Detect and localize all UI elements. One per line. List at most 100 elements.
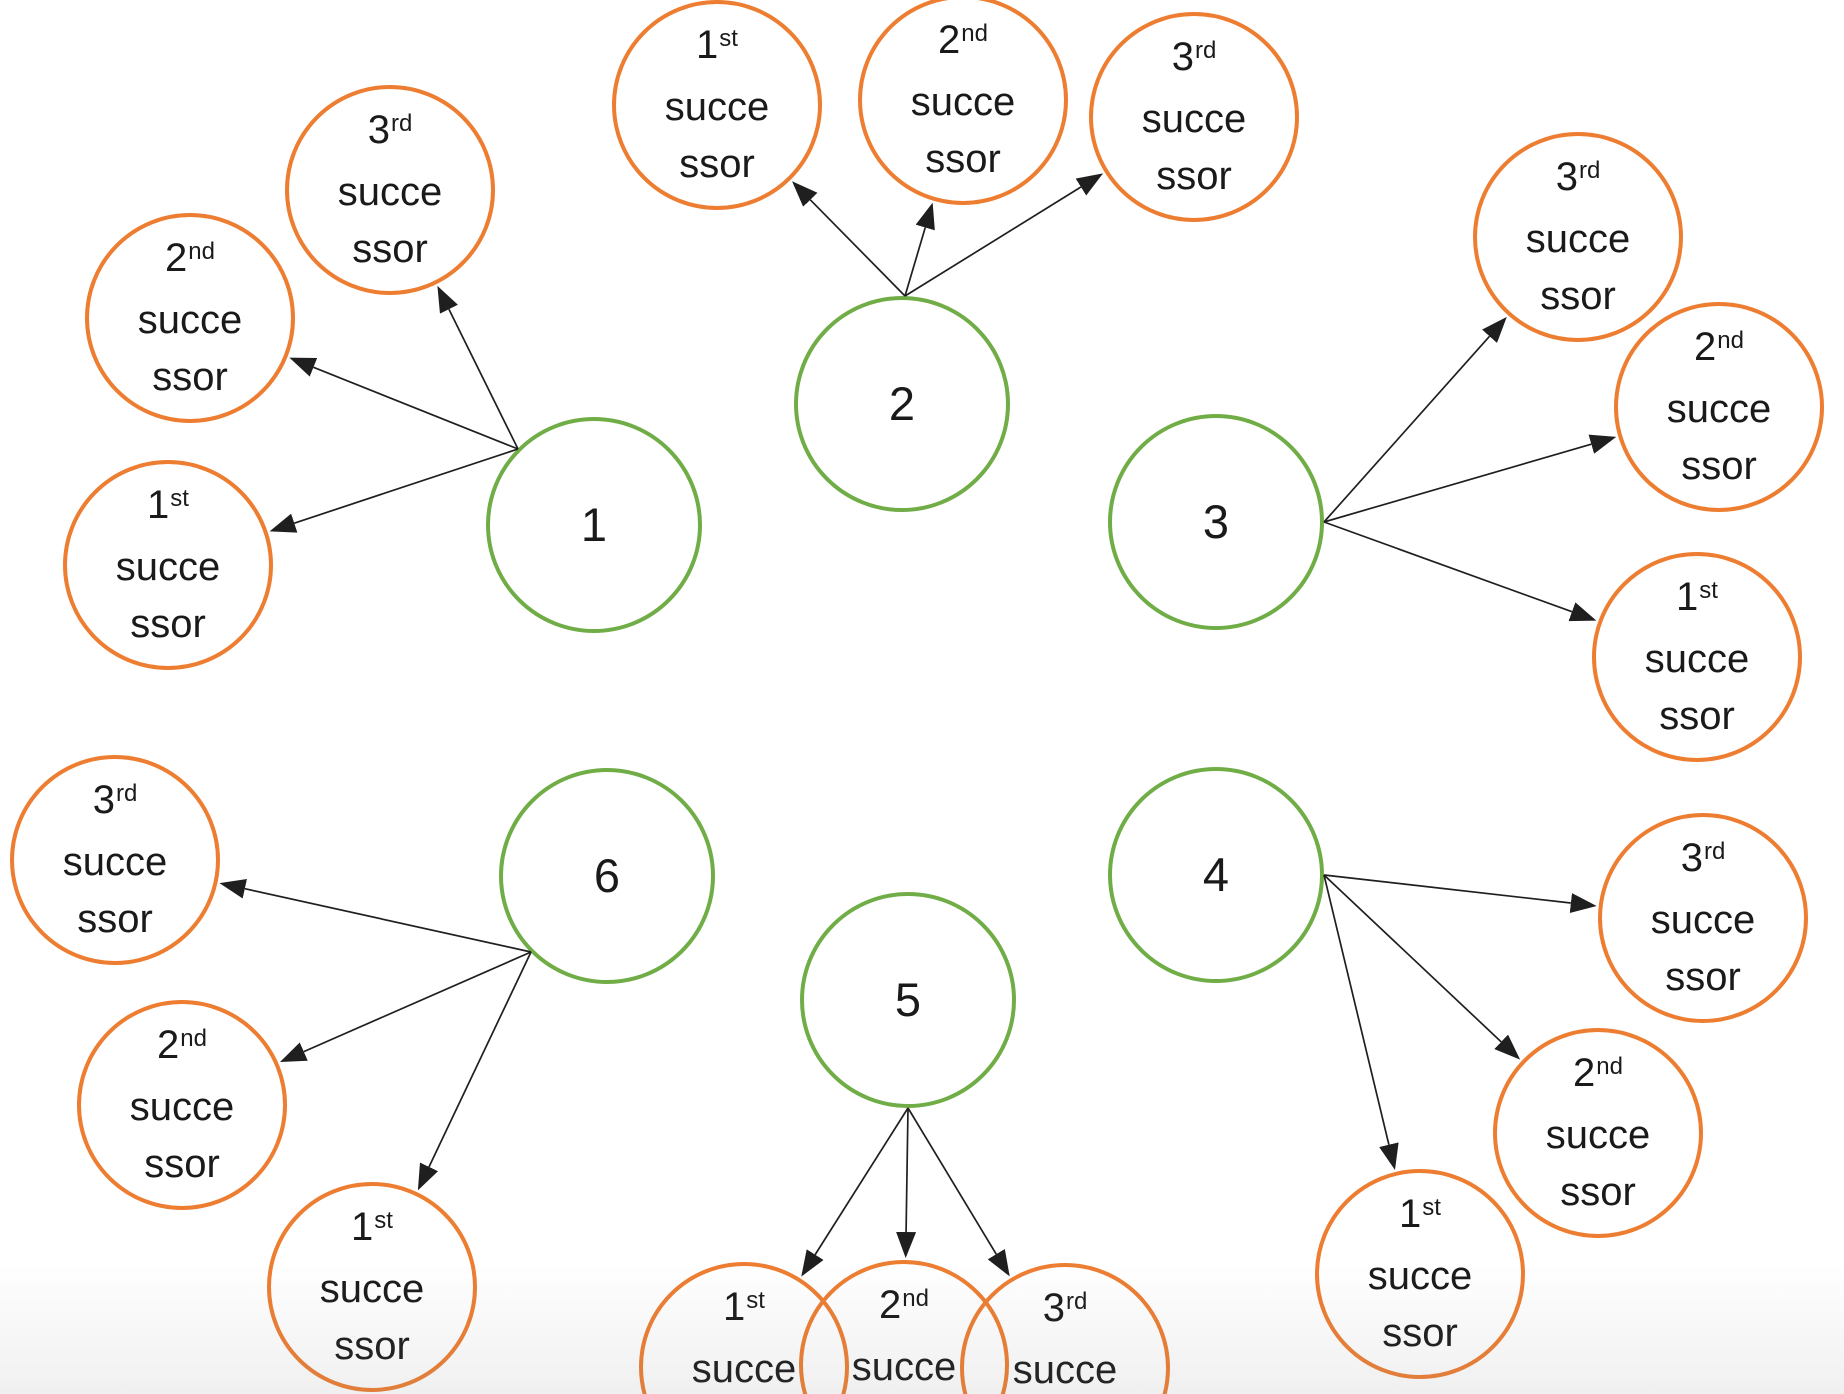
successor-word-top: succe bbox=[851, 1345, 957, 1389]
successor-word-bottom: ssor bbox=[679, 142, 755, 186]
ordinal-suffix: nd bbox=[1596, 1052, 1623, 1080]
node-circle-3: 3 bbox=[1108, 414, 1324, 630]
successor-label: 1st succe ssor bbox=[320, 1199, 425, 1375]
node-label: 5 bbox=[894, 973, 922, 1027]
node-circle-5: 5 bbox=[800, 892, 1016, 1108]
successor-word-bottom: ssor bbox=[77, 897, 153, 941]
ordinal-number: 2 bbox=[938, 18, 961, 62]
successor-word-top: succe bbox=[62, 840, 168, 884]
ordinal-number: 1 bbox=[1399, 1192, 1422, 1236]
node-label: 3 bbox=[1202, 495, 1230, 549]
successor-word-top: succe bbox=[1367, 1254, 1473, 1298]
successor-word-bottom: ssor bbox=[130, 602, 206, 646]
successor-word-top: succe bbox=[337, 170, 443, 214]
ordinal-number: 2 bbox=[157, 1023, 180, 1067]
ordinal-number: 2 bbox=[879, 1283, 902, 1327]
arrow-3-to-3rd bbox=[1323, 316, 1507, 523]
successor-word-bottom: ssor bbox=[1540, 274, 1616, 318]
successor-label: 2nd succe ssor bbox=[1546, 1045, 1651, 1221]
ordinal-number: 3 bbox=[1171, 35, 1194, 79]
successor-word-bottom: ssor bbox=[1681, 444, 1757, 488]
successor-circle-3rd-of-2: 3rd succe ssor bbox=[1089, 12, 1299, 222]
successor-word-bottom: ssor bbox=[1156, 154, 1232, 198]
arrow-5-to-1st bbox=[801, 1107, 909, 1277]
ordinal-suffix: rd bbox=[1703, 837, 1726, 865]
ordinal-number: 3 bbox=[1042, 1286, 1065, 1330]
successor-label: 3rd succe ssor bbox=[1142, 29, 1247, 205]
successor-word-bottom: ssor bbox=[1665, 955, 1741, 999]
ordinal-number: 2 bbox=[1573, 1051, 1596, 1095]
arrow-6-to-2nd bbox=[279, 951, 532, 1063]
ordinal-number: 2 bbox=[1694, 325, 1717, 369]
successor-circle-2nd-of-4: 2nd succe ssor bbox=[1493, 1028, 1703, 1238]
successor-word-bottom: ssor bbox=[144, 1142, 220, 1186]
arrow-6-to-1st bbox=[417, 951, 532, 1191]
successor-circle-2nd-of-3: 2nd succe ssor bbox=[1614, 302, 1824, 512]
ordinal-number: 1 bbox=[351, 1205, 374, 1249]
arrow-4-to-1st bbox=[1323, 874, 1399, 1170]
node-label: 2 bbox=[888, 377, 916, 431]
ordinal-suffix: nd bbox=[961, 19, 988, 47]
successor-word-top: succe bbox=[1141, 97, 1247, 141]
ordinal-suffix: st bbox=[1422, 1193, 1441, 1221]
ordinal-suffix: st bbox=[746, 1286, 765, 1314]
successor-word-bottom: ssor bbox=[1659, 694, 1735, 738]
ordinal-number: 2 bbox=[165, 236, 188, 280]
successor-word-bottom: ssor bbox=[925, 137, 1001, 181]
successor-word-bottom: ssor bbox=[334, 1324, 410, 1368]
arrow-5-to-3rd bbox=[907, 1107, 1010, 1277]
successor-label: 2nd succe ssor bbox=[911, 12, 1016, 188]
successor-word-top: succe bbox=[319, 1267, 425, 1311]
node-label: 1 bbox=[580, 498, 608, 552]
successor-word-top: succe bbox=[664, 85, 770, 129]
node-circle-1: 1 bbox=[486, 417, 702, 633]
successor-word-top: succe bbox=[129, 1085, 235, 1129]
successor-label: 1st succe ssor bbox=[1368, 1186, 1473, 1362]
arrow-3-to-2nd bbox=[1323, 434, 1617, 523]
successor-word-bottom: ssor bbox=[1560, 1170, 1636, 1214]
successor-word-bottom: ssor bbox=[1382, 1311, 1458, 1355]
ordinal-number: 1 bbox=[723, 1285, 746, 1329]
ordinal-suffix: nd bbox=[902, 1284, 929, 1312]
arrow-5-to-2nd bbox=[896, 1107, 917, 1259]
arrow-6-to-3rd bbox=[219, 878, 532, 953]
successor-word-bottom: ssor bbox=[352, 227, 428, 271]
ordinal-number: 3 bbox=[1555, 155, 1578, 199]
ordinal-suffix: st bbox=[170, 484, 189, 512]
ordinal-suffix: st bbox=[719, 24, 738, 52]
arrow-4-to-3rd bbox=[1323, 874, 1597, 913]
node-circle-6: 6 bbox=[499, 768, 715, 984]
ordinal-suffix: rd bbox=[1194, 36, 1217, 64]
arrow-2-to-1st bbox=[792, 181, 906, 297]
ordinal-suffix: st bbox=[1699, 576, 1718, 604]
ordinal-suffix: rd bbox=[390, 109, 413, 137]
node-circle-4: 4 bbox=[1108, 767, 1324, 983]
node-label: 6 bbox=[593, 849, 621, 903]
successor-circle-1st-of-4: 1st succe ssor bbox=[1315, 1169, 1525, 1379]
ordinal-suffix: st bbox=[374, 1206, 393, 1234]
successor-circle-2nd-of-2: 2nd succe ssor bbox=[858, 0, 1068, 205]
ordinal-suffix: rd bbox=[1065, 1287, 1088, 1315]
arrow-2-to-2nd bbox=[904, 202, 935, 297]
successor-word-top: succe bbox=[1545, 1113, 1651, 1157]
successor-circle-1st-of-6: 1st succe ssor bbox=[267, 1182, 477, 1392]
successor-word-top: succe bbox=[1666, 387, 1772, 431]
ordinal-suffix: nd bbox=[1717, 326, 1744, 354]
successor-word-top: succe bbox=[1525, 217, 1631, 261]
successor-word-top: succe bbox=[910, 80, 1016, 124]
